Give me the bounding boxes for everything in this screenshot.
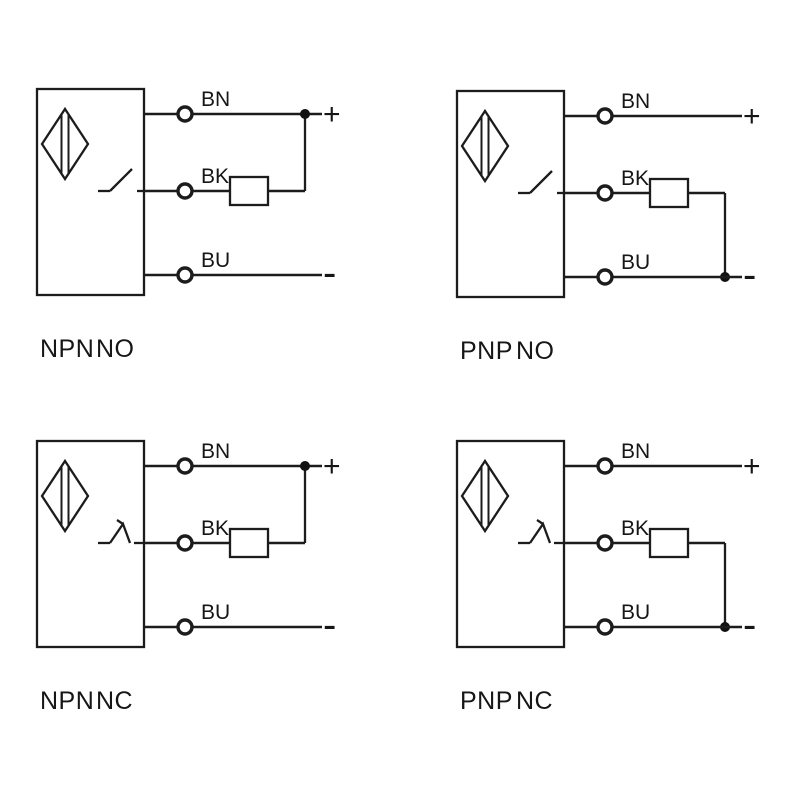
connector-circle-bn bbox=[596, 107, 614, 125]
diagram-canvas-npn-nc: BN BK BU + - NPN NC bbox=[35, 439, 341, 715]
minus-terminal: - bbox=[743, 603, 756, 647]
sensor-diamond-icon bbox=[40, 458, 90, 534]
wire-label-bn: BN bbox=[621, 90, 650, 113]
wire-bn: BN bbox=[564, 90, 742, 125]
wiring-diagram-pnp-nc: BN BK BU + - PNP NC bbox=[440, 410, 800, 740]
minus-terminal: - bbox=[323, 251, 336, 295]
connector-circle-bk bbox=[176, 182, 194, 200]
connector-circle-bn bbox=[176, 105, 194, 123]
wire-bu: BU bbox=[144, 249, 322, 284]
wire-bk: BK bbox=[144, 517, 305, 559]
plus-terminal: + bbox=[323, 450, 341, 483]
junction-dot bbox=[300, 109, 310, 119]
diagram-caption-type: PNP bbox=[460, 337, 513, 365]
diagram-caption-mode: NO bbox=[96, 335, 135, 363]
load-resistor bbox=[228, 527, 270, 559]
diagram-caption-mode: NC bbox=[516, 687, 553, 715]
wire-bn: BN bbox=[564, 440, 742, 475]
switch-no-icon bbox=[98, 168, 144, 193]
wire-label-bn: BN bbox=[201, 440, 230, 463]
load-resistor bbox=[648, 527, 690, 559]
connector-circle-bu bbox=[176, 266, 194, 284]
diagram-caption-mode: NO bbox=[516, 337, 555, 365]
junction-connector bbox=[300, 109, 310, 191]
plus-terminal: + bbox=[743, 100, 761, 133]
connector-circle-bk bbox=[176, 534, 194, 552]
minus-terminal: - bbox=[743, 253, 756, 297]
wire-label-bn: BN bbox=[201, 88, 230, 111]
wire-label-bk: BK bbox=[621, 517, 649, 540]
wire-label-bu: BU bbox=[621, 601, 650, 624]
wire-bk: BK bbox=[144, 165, 305, 207]
diagram-caption-mode: NC bbox=[96, 687, 133, 715]
switch-nc-icon bbox=[518, 519, 564, 545]
wire-bn: BN bbox=[144, 440, 322, 475]
wire-label-bn: BN bbox=[621, 440, 650, 463]
junction-connector bbox=[300, 461, 310, 543]
diagram-caption-type: NPN bbox=[40, 335, 94, 363]
connector-circle-bk bbox=[596, 184, 614, 202]
connector-circle-bn bbox=[596, 457, 614, 475]
sensor-box bbox=[35, 439, 146, 649]
switch-nc-icon bbox=[98, 519, 144, 545]
sensor-box bbox=[455, 439, 566, 649]
wiring-diagram-npn-nc: BN BK BU + - NPN NC bbox=[20, 410, 400, 740]
wire-label-bk: BK bbox=[201, 517, 229, 540]
switch-no-icon bbox=[518, 170, 564, 195]
sensor-diamond-icon bbox=[460, 108, 510, 184]
wire-label-bu: BU bbox=[201, 601, 230, 624]
diagram-canvas-pnp-nc: BN BK BU + - PNP NC bbox=[455, 439, 761, 715]
wire-bn: BN bbox=[144, 88, 322, 123]
wiring-diagram-npn-no: BN BK BU + - NPN NO bbox=[20, 58, 400, 388]
wire-bk: BK bbox=[564, 517, 725, 559]
sensor-box bbox=[455, 89, 566, 299]
sensor-box bbox=[35, 87, 146, 297]
sensor-diamond-icon bbox=[40, 106, 90, 182]
connector-circle-bn bbox=[176, 457, 194, 475]
load-resistor bbox=[648, 177, 690, 209]
connector-circle-bu bbox=[596, 618, 614, 636]
minus-terminal: - bbox=[323, 603, 336, 647]
junction-dot bbox=[300, 461, 310, 471]
diagram-canvas-npn-no: BN BK BU + - NPN NO bbox=[35, 87, 341, 363]
diagram-canvas-pnp-no: BN BK BU + - PNP NO bbox=[455, 89, 761, 365]
plus-terminal: + bbox=[323, 98, 341, 131]
connector-circle-bu bbox=[176, 618, 194, 636]
plus-terminal: + bbox=[743, 450, 761, 483]
wire-bu: BU bbox=[144, 601, 322, 636]
wire-bu: BU bbox=[564, 251, 742, 286]
diagram-caption-type: NPN bbox=[40, 687, 94, 715]
connector-circle-bu bbox=[596, 268, 614, 286]
wiring-diagram-pnp-no: BN BK BU + - PNP NO bbox=[440, 60, 800, 390]
load-resistor bbox=[228, 175, 270, 207]
diagram-caption-type: PNP bbox=[460, 687, 513, 715]
wire-label-bk: BK bbox=[201, 165, 229, 188]
wire-label-bu: BU bbox=[201, 249, 230, 272]
wire-label-bk: BK bbox=[621, 167, 649, 190]
junction-connector bbox=[720, 543, 730, 632]
junction-connector bbox=[720, 193, 730, 282]
wire-bu: BU bbox=[564, 601, 742, 636]
wire-bk: BK bbox=[564, 167, 725, 209]
sensor-diamond-icon bbox=[460, 458, 510, 534]
connector-circle-bk bbox=[596, 534, 614, 552]
wire-label-bu: BU bbox=[621, 251, 650, 274]
